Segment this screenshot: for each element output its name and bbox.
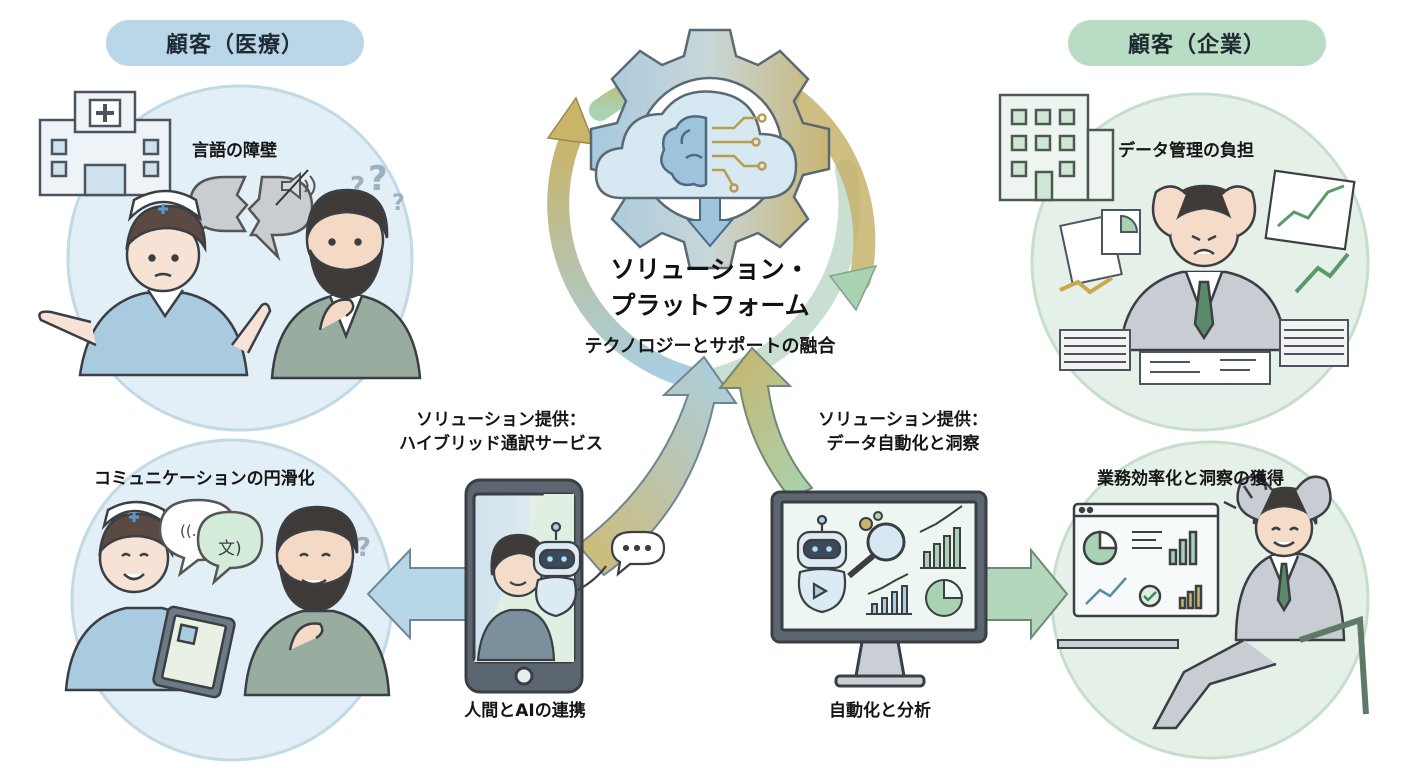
pie-chart-icon bbox=[925, 578, 964, 617]
cycle-arrowhead bbox=[546, 96, 596, 145]
nurse-figure-confused bbox=[38, 189, 272, 377]
emphasis-lines bbox=[1223, 475, 1268, 510]
muted-speaker-icon bbox=[275, 169, 316, 206]
arrow-to-enterprise-result bbox=[984, 547, 1069, 641]
data-burden-label: データ管理の負担 bbox=[1118, 141, 1254, 161]
man-figure-happy bbox=[243, 505, 391, 697]
platform-title-line1: ソリューション・ bbox=[610, 255, 810, 284]
platform-title: ソリューション・ プラットフォーム bbox=[560, 252, 860, 324]
trend-down-arrow bbox=[1059, 276, 1114, 295]
robot-icon bbox=[796, 514, 848, 614]
magnifier-icon bbox=[847, 511, 906, 579]
svg-text:文): 文) bbox=[218, 539, 242, 559]
solution-right-line2: データ自動化と洞察 bbox=[826, 434, 980, 454]
question-mark-icon: ? bbox=[356, 533, 371, 563]
arrow-to-platform-right bbox=[717, 346, 814, 500]
brain-circuit-icon bbox=[660, 113, 767, 193]
businessman-stressed bbox=[1118, 184, 1288, 352]
solution-left-line1: ソリューション提供： bbox=[416, 410, 586, 430]
cloud-download-arrow bbox=[685, 197, 735, 248]
human-interpreter-figure bbox=[476, 533, 556, 662]
platform-title-line2: プラットフォーム bbox=[610, 291, 810, 320]
line-chart-document bbox=[1264, 169, 1356, 251]
hospital-icon bbox=[38, 90, 172, 197]
automation-analysis-caption: 自動化と分析 bbox=[829, 701, 931, 721]
desk bbox=[1057, 639, 1179, 649]
solution-left-label: ソリューション提供： ハイブリッド通訳サービス bbox=[386, 408, 616, 456]
robot-icon bbox=[532, 521, 607, 618]
arrow-to-medical-result bbox=[366, 547, 471, 641]
medical-customer-title: 顧客（医療） bbox=[106, 20, 364, 66]
office-building-icon bbox=[998, 93, 1115, 202]
enterprise-customer-title: 顧客（企業） bbox=[1068, 20, 1326, 66]
smooth-communication-label: コミュニケーションの円滑化 bbox=[94, 469, 315, 489]
dashboard-board bbox=[1072, 502, 1220, 618]
solution-left-line2: ハイブリッド通訳サービス bbox=[399, 434, 603, 454]
man-figure-confused bbox=[270, 188, 422, 380]
speech-bubble-icon bbox=[610, 530, 666, 577]
solution-right-label: ソリューション提供： データ自動化と洞察 bbox=[798, 408, 1008, 456]
svg-text:?: ? bbox=[392, 191, 405, 216]
businessman-relaxed bbox=[1151, 475, 1369, 730]
bar-chart-icon bbox=[866, 573, 912, 615]
cycle-arrowhead bbox=[828, 264, 878, 312]
platform-subtitle: テクノロジーとサポートの融合 bbox=[584, 336, 836, 357]
language-barrier-label: 言語の障壁 bbox=[192, 141, 277, 161]
efficiency-insight-label: 業務効率化と洞察の獲得 bbox=[1097, 469, 1284, 489]
human-ai-collab-caption: 人間とAIの連携 bbox=[464, 701, 586, 721]
trend-up-arrow bbox=[1294, 252, 1350, 294]
document-pile bbox=[1059, 209, 1349, 385]
solution-right-line1: ソリューション提供： bbox=[818, 410, 988, 430]
bar-chart-icon bbox=[919, 505, 966, 569]
tablet-icon bbox=[152, 605, 236, 699]
translation-bubbles: ((... 文) bbox=[158, 498, 264, 586]
svg-text:?: ? bbox=[368, 159, 388, 199]
